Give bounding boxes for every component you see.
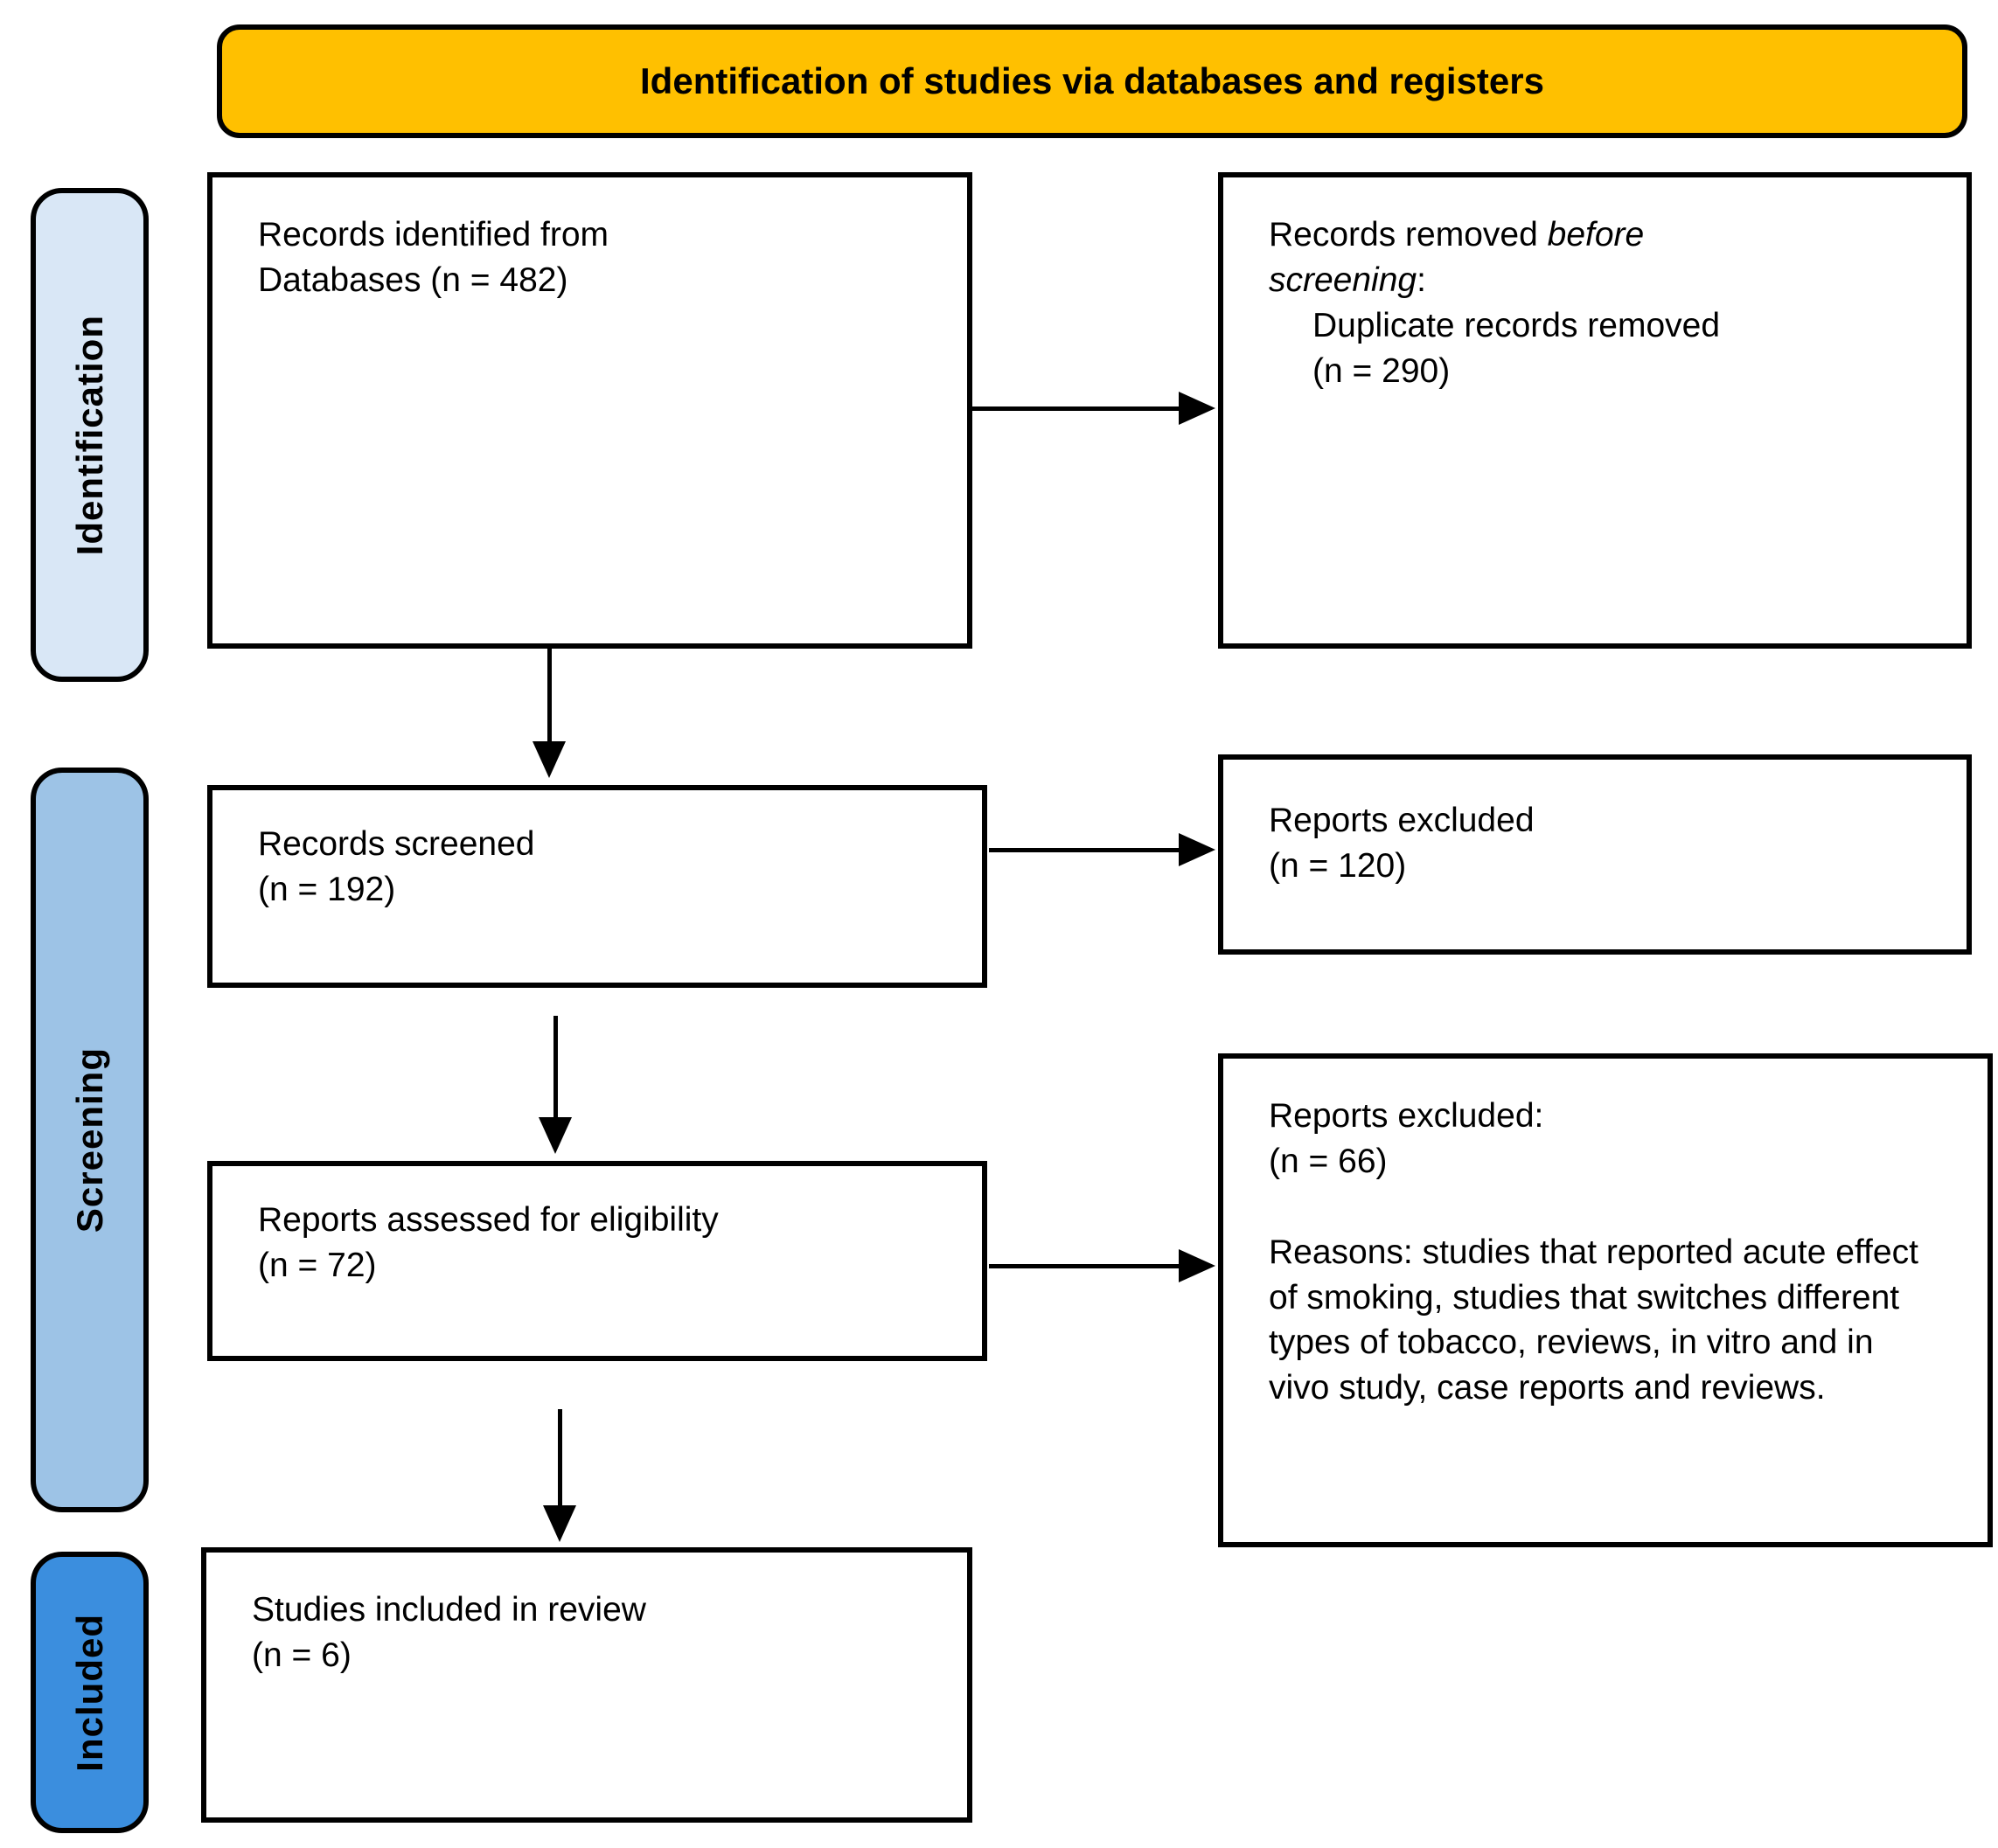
records-removed-suffix: : bbox=[1417, 261, 1426, 299]
box-records-screened: Records screened (n = 192) bbox=[207, 785, 987, 988]
studies-included-text: Studies included in review (n = 6) bbox=[252, 1591, 646, 1674]
arrow-identified-to-removed-head-icon bbox=[1179, 392, 1215, 425]
stage-label-included: Included bbox=[68, 1613, 110, 1772]
stage-label-identification: Identification bbox=[68, 314, 110, 556]
records-removed-prefix: Records removed bbox=[1269, 216, 1548, 254]
arrow-screened-to-excluded-line bbox=[989, 848, 1179, 852]
stage-pill-identification: Identification bbox=[31, 188, 149, 682]
box-reports-excluded-reasons: Reports excluded: (n = 66) Reasons: stud… bbox=[1218, 1053, 1993, 1547]
box-reports-excluded: Reports excluded (n = 120) bbox=[1218, 754, 1972, 955]
arrow-assessed-to-reasons-head-icon bbox=[1179, 1249, 1215, 1282]
box-reports-assessed: Reports assessed for eligibility (n = 72… bbox=[207, 1161, 987, 1361]
reports-excluded-text: Reports excluded (n = 120) bbox=[1269, 802, 1535, 885]
duplicate-records-text: Duplicate records removed (n = 290) bbox=[1312, 306, 1721, 390]
stage-pill-included: Included bbox=[31, 1552, 149, 1833]
title-banner: Identification of studies via databases … bbox=[217, 24, 1967, 138]
arrow-screened-to-assessed-head-icon bbox=[539, 1117, 572, 1154]
arrow-screened-to-assessed-line bbox=[553, 1016, 558, 1117]
arrow-assessed-to-included-head-icon bbox=[543, 1505, 576, 1542]
records-removed-text: Records removed before screening: Duplic… bbox=[1269, 212, 1921, 393]
records-identified-text: Records identified from Databases (n = 4… bbox=[258, 216, 609, 299]
arrow-assessed-to-included-line bbox=[558, 1409, 562, 1505]
box-records-removed-before-screening: Records removed before screening: Duplic… bbox=[1218, 172, 1972, 649]
reports-excluded-reasons-text: Reasons: studies that reported acute eff… bbox=[1269, 1233, 1918, 1407]
stage-pill-screening: Screening bbox=[31, 768, 149, 1512]
arrow-screened-to-excluded-head-icon bbox=[1179, 833, 1215, 866]
box-studies-included: Studies included in review (n = 6) bbox=[201, 1547, 972, 1823]
reports-excluded-heading: Reports excluded: (n = 66) bbox=[1269, 1097, 1544, 1180]
diagram-title: Identification of studies via databases … bbox=[640, 60, 1544, 101]
arrow-assessed-to-reasons-line bbox=[989, 1264, 1179, 1268]
records-screened-text: Records screened (n = 192) bbox=[258, 825, 535, 908]
reports-assessed-text: Reports assessed for eligibility (n = 72… bbox=[258, 1201, 719, 1284]
arrow-identified-to-screened-head-icon bbox=[533, 741, 566, 778]
box-records-identified: Records identified from Databases (n = 4… bbox=[207, 172, 972, 649]
stage-label-screening: Screening bbox=[68, 1046, 110, 1233]
arrow-identified-to-screened-line bbox=[547, 649, 552, 741]
records-removed-italic: before screening bbox=[1269, 216, 1645, 299]
arrow-identified-to-removed-line bbox=[971, 406, 1179, 411]
